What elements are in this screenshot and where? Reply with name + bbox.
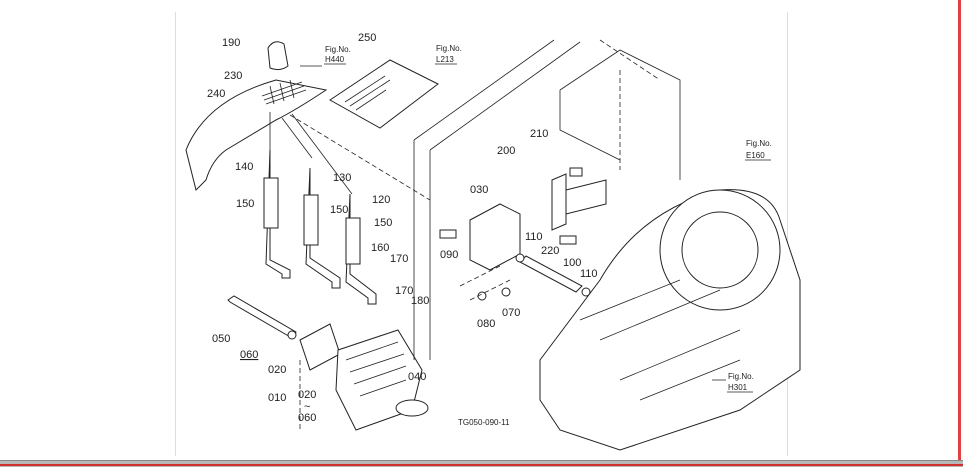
label-220: 220 — [541, 245, 559, 257]
figref-l213-label: Fig.No. — [436, 44, 462, 53]
manual-250 — [329, 59, 439, 129]
label-020-a: 020 — [268, 364, 286, 376]
label-120: 120 — [372, 194, 390, 206]
label-040: 040 — [408, 371, 426, 383]
window-bottom-border — [0, 464, 963, 466]
label-110-a: 110 — [525, 231, 543, 243]
figref-h301: H301 — [728, 383, 748, 392]
label-060: 060 — [240, 349, 258, 361]
label-170-a: 170 — [390, 253, 408, 265]
ring-110b — [581, 287, 591, 297]
guide-grid — [261, 79, 307, 105]
sleeve-150b — [303, 194, 319, 246]
label-tilde: ~ — [304, 401, 310, 413]
label-150-c: 150 — [374, 217, 392, 229]
lever-120 — [345, 193, 377, 305]
part-labels: 190 230 240 250 140 130 120 150 150 150 … — [207, 32, 598, 424]
label-210: 210 — [530, 128, 548, 140]
bolt-210 — [569, 167, 583, 177]
label-150-a: 150 — [236, 198, 254, 210]
label-140: 140 — [235, 161, 253, 173]
pin-090 — [439, 229, 457, 239]
ring-080 — [477, 291, 487, 301]
figref-e160: E160 — [746, 151, 765, 160]
drawing-code: TG050-090-11 — [458, 418, 510, 427]
label-230: 230 — [224, 70, 242, 82]
lever-leaders — [269, 112, 353, 195]
o-ring-040 — [395, 399, 429, 417]
manual-lines — [344, 75, 391, 111]
label-190: 190 — [222, 37, 240, 49]
bolt-050 — [227, 295, 297, 339]
ring-110a — [515, 253, 525, 263]
bracket-200 — [551, 173, 567, 231]
label-180: 180 — [411, 295, 429, 307]
lever-130 — [305, 167, 341, 289]
figref-h440: H440 — [325, 55, 345, 64]
figref-underlines — [300, 63, 771, 393]
label-160: 160 — [371, 242, 389, 254]
bracket-020 — [299, 323, 341, 371]
housing-details — [579, 279, 741, 401]
window-border-right — [958, 0, 961, 466]
label-130: 130 — [333, 172, 351, 184]
ref-dash-left — [289, 114, 431, 430]
label-100: 100 — [563, 257, 581, 269]
figref-h440-label: Fig.No. — [325, 45, 351, 54]
knob-190 — [267, 41, 289, 71]
label-090: 090 — [440, 249, 458, 261]
label-030: 030 — [470, 184, 488, 196]
washer-060 — [287, 330, 297, 340]
figref-l213: L213 — [436, 55, 454, 64]
label-240: 240 — [207, 88, 225, 100]
label-050: 050 — [212, 333, 230, 345]
label-070: 070 — [502, 307, 520, 319]
plate-200 — [565, 179, 607, 215]
bolt-220 — [559, 235, 577, 245]
label-080: 080 — [477, 318, 495, 330]
label-250: 250 — [358, 32, 376, 44]
figref-e160-label: Fig.No. — [746, 139, 772, 148]
bellhousing-inner — [681, 211, 759, 289]
sleeve-150a — [263, 177, 279, 229]
window-bottom-bar — [0, 460, 963, 467]
label-150-b: 150 — [330, 204, 348, 216]
valve-details — [345, 341, 407, 397]
ring-070 — [501, 287, 511, 297]
frame-l213 — [413, 39, 581, 360]
label-110-b: 110 — [580, 268, 598, 280]
label-020-b: 020 — [298, 389, 316, 401]
lever-guide-plate — [185, 79, 328, 191]
label-200: 200 — [497, 145, 515, 157]
label-060-b: 060 — [298, 412, 316, 424]
lever-140 — [265, 149, 291, 279]
link-030 — [469, 203, 521, 271]
sleeve-150c — [345, 217, 361, 265]
figure-references: Fig.No. H440 Fig.No. L213 Fig.No. E160 F… — [325, 44, 772, 392]
label-170-b: 170 — [395, 285, 413, 297]
housing-top-frame — [559, 49, 681, 180]
label-010: 010 — [268, 392, 286, 404]
ref-dash-right — [599, 39, 661, 170]
figref-h301-label: Fig.No. — [728, 372, 754, 381]
